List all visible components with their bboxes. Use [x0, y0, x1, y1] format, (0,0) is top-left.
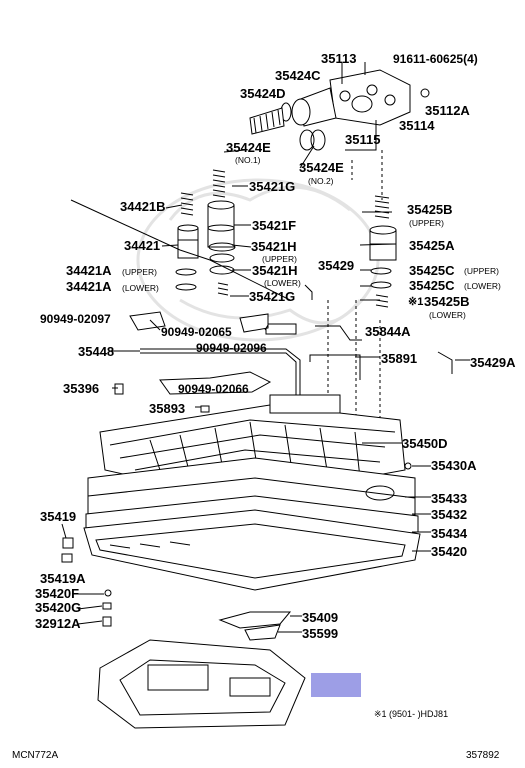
callout-35425C-upper: 35425C [409, 263, 455, 278]
sublabel-34421A-upper: (UPPER) [122, 267, 157, 277]
callout-90949-02096: 90949-02096 [196, 341, 267, 355]
oil-tubes [114, 284, 453, 413]
callout-35844A: 35844A [365, 324, 411, 339]
callout-35429: 35429 [318, 258, 355, 273]
spring-35421G-lower [217, 282, 229, 296]
callout-32912A: 32912A [35, 616, 81, 631]
illustration-number: 357892 [466, 750, 500, 761]
callout-35424E-no2: 35424E [299, 160, 344, 175]
callout-35430A: 35430A [431, 458, 477, 473]
callout-35424E-no1: 35424E [226, 140, 271, 155]
callout-34421A-lower: 34421A [66, 279, 112, 294]
callout-35450D: 35450D [402, 436, 448, 451]
callout-35424C: 35424C [275, 68, 321, 83]
callout-35421G-lower: 35421G [249, 289, 296, 304]
callout-35425B-upper: 35425B [407, 202, 453, 217]
callout-35421H-upper: 35421H [251, 239, 297, 254]
callout-91611-60625: 91611-60625(4) [393, 52, 478, 66]
spring-35421G-upper [212, 169, 226, 198]
callout-35424D: 35424D [240, 86, 286, 101]
upper-valve-assembly [249, 62, 430, 151]
highlight-box [311, 673, 361, 697]
note-mark: ※1 [408, 296, 424, 308]
plunger-35421F [207, 200, 236, 252]
callout-35112A: 35112A [425, 103, 470, 118]
callout-35420F: 35420F [35, 586, 80, 601]
brackets [218, 611, 302, 641]
callout-35115: 35115 [345, 132, 381, 147]
callout-34421: 34421 [124, 238, 161, 253]
callout-35409: 35409 [302, 610, 339, 625]
model-code: MCN772A [12, 750, 59, 761]
callout-35419A: 35419A [40, 571, 86, 586]
callout-35893: 35893 [149, 401, 186, 416]
callout-35891: 35891 [381, 351, 418, 366]
sublabel-35425B-lower: (LOWER) [429, 310, 466, 320]
callout-35433: 35433 [431, 491, 468, 506]
accumulator-35425A [369, 195, 397, 308]
sublabel-34421A-lower: (LOWER) [122, 283, 159, 293]
callout-35421G-upper: 35421G [249, 179, 296, 194]
callout-35113: 35113 [321, 51, 357, 66]
sublabel-no2: (NO.2) [308, 176, 334, 186]
callout-35421F: 35421F [252, 218, 297, 233]
callout-35420: 35420 [431, 544, 468, 559]
callout-35429A: 35429A [470, 355, 516, 370]
callout-34421B: 34421B [120, 199, 166, 214]
callout-35599: 35599 [302, 626, 339, 641]
callout-35419: 35419 [40, 509, 77, 524]
leader-lines-top [70, 145, 397, 301]
footnote: ※1 (9501- )HDJ81 [374, 709, 449, 719]
callout-35421H-lower: 35421H [252, 263, 298, 278]
dashed-guides [327, 150, 383, 430]
callout-34421A-upper: 34421A [66, 263, 112, 278]
callout-90949-02066: 90949-02066 [178, 382, 249, 396]
sublabel-35425C-lower: (LOWER) [464, 281, 501, 291]
callout-90949-02097: 90949-02097 [40, 312, 111, 326]
callout-35432: 35432 [431, 507, 468, 522]
callout-35425B-lower: 35425B [424, 294, 470, 309]
sublabel-35425B-upper: (UPPER) [409, 218, 444, 228]
oil-pan-35420 [83, 509, 421, 591]
callout-35434: 35434 [431, 526, 468, 541]
sublabel-35421H-upper: (UPPER) [262, 254, 297, 264]
oil-strainer [97, 639, 306, 729]
callout-35114: 35114 [399, 118, 435, 133]
sublabel-35425C-upper: (UPPER) [464, 266, 499, 276]
callout-35396: 35396 [63, 381, 100, 396]
drain-plug-parts [61, 523, 112, 627]
leader-lines-bottom [110, 319, 470, 552]
callout-35448: 35448 [78, 344, 115, 359]
callout-90949-02065: 90949-02065 [161, 325, 232, 339]
callout-35425A: 35425A [409, 238, 455, 253]
callout-35420G: 35420G [35, 600, 82, 615]
callout-35425C-lower: 35425C [409, 278, 455, 293]
sublabel-35421H-lower: (LOWER) [264, 278, 301, 288]
sublabel-no1: (NO.1) [235, 155, 261, 165]
